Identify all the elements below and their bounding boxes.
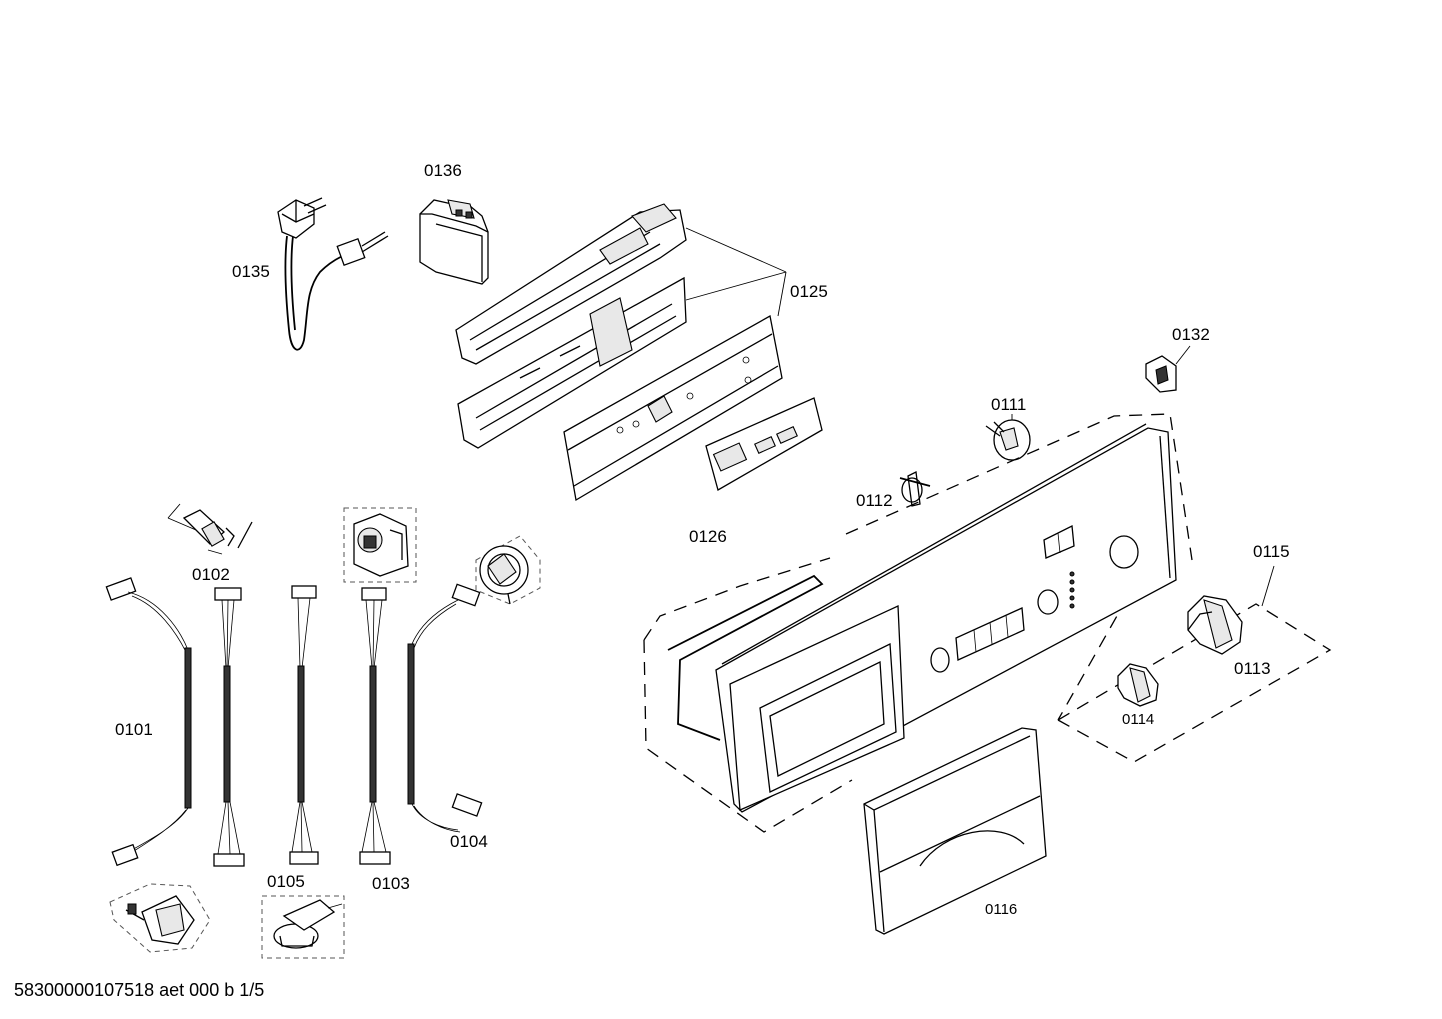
label-0135: 0135 [232, 262, 270, 281]
level-sensor-part [261, 895, 345, 959]
label-0115: 0115 [1253, 542, 1290, 561]
detergent-drawer-handle-part [863, 727, 1047, 935]
label-0126: 0126 [689, 527, 727, 546]
label-0132: 0132 [1172, 325, 1210, 344]
document-code: 58300000107518 aet 000 b 1/5 [14, 980, 265, 1000]
pressure-switch-part [475, 535, 541, 605]
label-0136: 0136 [424, 161, 462, 180]
label-0102: 0102 [192, 565, 230, 584]
label-0101: 0101 [115, 720, 153, 739]
door-lock-part [109, 883, 211, 953]
label-0125: 0125 [790, 282, 828, 301]
label-0112: 0112 [856, 491, 893, 510]
selector-knob-part [985, 414, 1031, 461]
label-0116: 0116 [985, 901, 1017, 918]
sensor-plug-part [167, 503, 253, 555]
label-0104: 0104 [450, 832, 488, 851]
interference-filter-part [419, 199, 489, 285]
control-panel-part [643, 413, 1193, 833]
bracket-part [1145, 345, 1191, 393]
wiring-harness-0104 [407, 583, 483, 833]
wiring-harness-0103 [359, 587, 391, 865]
label-0105: 0105 [267, 872, 305, 891]
label-0114: 0114 [1122, 711, 1154, 728]
label-0103: 0103 [372, 874, 410, 893]
power-cord-part [277, 197, 389, 351]
wiring-harness-0105b [289, 585, 319, 865]
display-board-part [705, 397, 823, 491]
label-0113: 0113 [1234, 659, 1271, 678]
control-module-housing-part [455, 203, 787, 502]
wiring-harness-0101 [105, 577, 192, 867]
program-switch-part [343, 507, 417, 583]
wiring-harness-0105a [213, 587, 245, 867]
label-0111: 0111 [991, 395, 1026, 414]
knob-shaft-part [899, 471, 931, 507]
